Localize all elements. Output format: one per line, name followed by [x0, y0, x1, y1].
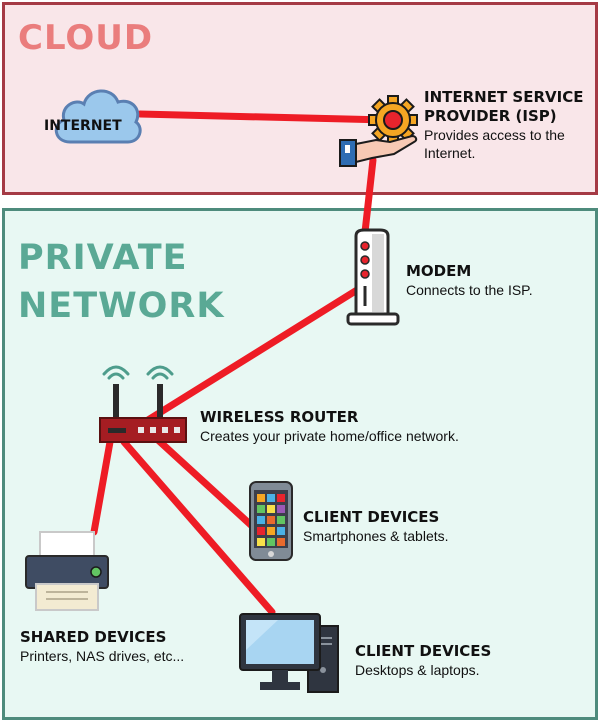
link-router-printer: [90, 438, 114, 536]
modem-icon: [346, 228, 400, 326]
phones-label: CLIENT DEVICES Smartphones & tablets.: [303, 508, 593, 545]
router-icon: [99, 365, 187, 443]
modem-description: Connects to the ISP.: [406, 282, 533, 298]
cloud-zone-title: CLOUD: [18, 18, 154, 58]
desktops-description: Desktops & laptops.: [355, 662, 480, 678]
private-network-zone-title: PRIVATE NETWORK: [18, 238, 225, 326]
desktops-title: CLIENT DEVICES: [355, 642, 492, 660]
isp-label: INTERNET SERVICE PROVIDER (ISP) Provides…: [424, 88, 600, 162]
modem-label: MODEM Connects to the ISP.: [406, 262, 596, 299]
link-internet-isp: [136, 110, 389, 124]
internet-label: INTERNET: [44, 118, 122, 134]
printer-icon: [25, 531, 109, 611]
router-title: WIRELESS ROUTER: [200, 408, 359, 426]
shared-devices-description: Printers, NAS drives, etc...: [20, 648, 185, 664]
router-description: Creates your private home/office network…: [200, 428, 459, 444]
link-router-phone: [154, 436, 256, 530]
desktop-icon: [239, 613, 339, 693]
link-isp-modem: [361, 156, 377, 236]
cloud-icon: [54, 89, 142, 144]
shared-devices-title: SHARED DEVICES: [20, 628, 167, 646]
phones-title: CLIENT DEVICES: [303, 508, 440, 526]
isp-description: Provides access to the Internet.: [424, 127, 565, 161]
link-router-desktop: [120, 438, 276, 616]
shared-devices-label: SHARED DEVICES Printers, NAS drives, etc…: [20, 628, 250, 665]
link-modem-router: [144, 286, 361, 424]
smartphone-icon: [249, 481, 293, 561]
modem-title: MODEM: [406, 262, 472, 280]
isp-title: INTERNET SERVICE PROVIDER (ISP): [424, 88, 584, 125]
router-label: WIRELESS ROUTER Creates your private hom…: [200, 408, 596, 445]
desktops-label: CLIENT DEVICES Desktops & laptops.: [355, 642, 595, 679]
gear-hand-icon: [339, 95, 418, 167]
phones-description: Smartphones & tablets.: [303, 528, 449, 544]
